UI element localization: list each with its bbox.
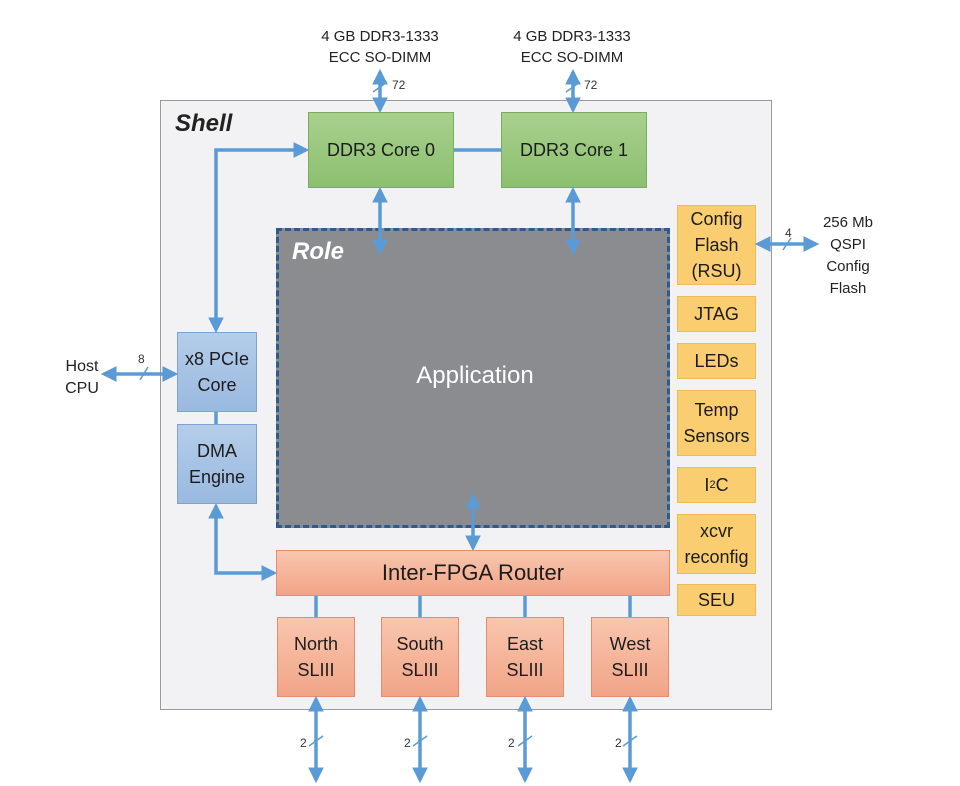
host-slash xyxy=(139,366,149,381)
inter-fpga-router: Inter-FPGA Router xyxy=(276,550,670,596)
temp-line1: Temp xyxy=(694,400,739,420)
dimm-0-label: 4 GB DDR3-1333 ECC SO-DIMM xyxy=(300,26,460,68)
qspi-line4: Flash xyxy=(829,280,867,297)
xcvr-line1: xcvr xyxy=(700,521,733,541)
west-line1: West xyxy=(609,634,651,654)
qspi-line2: QSPI xyxy=(830,236,866,253)
north-line2: SLIII xyxy=(297,660,335,680)
south-bus-width: 2 xyxy=(404,736,411,750)
qspi-line3: Config xyxy=(826,258,870,275)
ddr0-slash xyxy=(372,81,388,93)
pcie-line1: x8 PCIe xyxy=(184,349,250,369)
ddr1-slash xyxy=(565,81,581,93)
host-line2: CPU xyxy=(65,380,99,397)
qspi-flash-label: 256 Mb QSPI Config Flash xyxy=(806,212,890,300)
application-label: Application xyxy=(416,362,534,389)
temp-sensors-block: Temp Sensors xyxy=(677,390,756,456)
xcvr-line2: reconfig xyxy=(684,547,749,567)
south-sliii: South SLIII xyxy=(381,617,459,697)
qspi-line1: 256 Mb xyxy=(822,214,874,231)
dimm-1-label: 4 GB DDR3-1333 ECC SO-DIMM xyxy=(492,26,652,68)
host-cpu-label: Host CPU xyxy=(50,356,114,400)
ddr3-core-1: DDR3 Core 1 xyxy=(501,112,647,188)
config-line2: Flash xyxy=(694,235,739,255)
dma-router-arrow xyxy=(208,502,278,581)
qspi-slash xyxy=(782,237,792,251)
south-line2: SLIII xyxy=(401,660,439,680)
pcie-line2: Core xyxy=(197,375,237,395)
east-sliii: East SLIII xyxy=(486,617,564,697)
east-line2: SLIII xyxy=(506,660,544,680)
dma-engine: DMA Engine xyxy=(177,424,257,504)
ddr3-core-0: DDR3 Core 0 xyxy=(308,112,454,188)
north-slash xyxy=(308,735,324,747)
west-bus-width: 2 xyxy=(615,736,622,750)
config-line3: (RSU) xyxy=(691,261,742,281)
config-line1: Config xyxy=(690,209,743,229)
south-line1: South xyxy=(396,634,444,654)
dma-line2: Engine xyxy=(188,467,246,487)
i2c-sup: 2 xyxy=(709,479,716,491)
north-line1: North xyxy=(293,634,338,654)
qspi-bus-width: 4 xyxy=(785,226,792,240)
west-sliii: West SLIII xyxy=(591,617,669,697)
ddr1-bus-width: 72 xyxy=(584,78,598,92)
ddr0-bus-width: 72 xyxy=(392,78,406,92)
temp-line2: Sensors xyxy=(683,426,750,446)
west-line2: SLIII xyxy=(611,660,649,680)
pcie-core: x8 PCIe Core xyxy=(177,332,257,412)
west-slash xyxy=(622,735,638,747)
shell-label: Shell xyxy=(175,110,233,137)
host-line1: Host xyxy=(65,358,99,375)
east-line1: East xyxy=(506,634,544,654)
jtag-block: JTAG xyxy=(677,296,756,332)
i2c-base: I xyxy=(704,475,710,495)
dma-line1: DMA xyxy=(197,441,237,461)
dimm-0-line2: ECC SO-DIMM xyxy=(328,49,432,66)
leds-block: LEDs xyxy=(677,343,756,379)
north-bus-width: 2 xyxy=(300,736,307,750)
dimm-1-line1: 4 GB DDR3-1333 xyxy=(513,28,631,45)
xcvr-reconfig-block: xcvr reconfig xyxy=(677,514,756,574)
dimm-0-line1: 4 GB DDR3-1333 xyxy=(321,28,439,45)
dimm-1-line2: ECC SO-DIMM xyxy=(520,49,624,66)
north-sliii: North SLIII xyxy=(277,617,355,697)
role-region xyxy=(276,228,670,528)
seu-block: SEU xyxy=(677,584,756,616)
pcie-ddr-arrow xyxy=(208,142,310,334)
config-flash-rsu: Config Flash (RSU) xyxy=(677,205,756,285)
south-slash xyxy=(412,735,428,747)
pcie-bus-width: 8 xyxy=(138,352,145,366)
east-slash xyxy=(517,735,533,747)
i2c-end: C xyxy=(715,475,729,495)
east-bus-width: 2 xyxy=(508,736,515,750)
